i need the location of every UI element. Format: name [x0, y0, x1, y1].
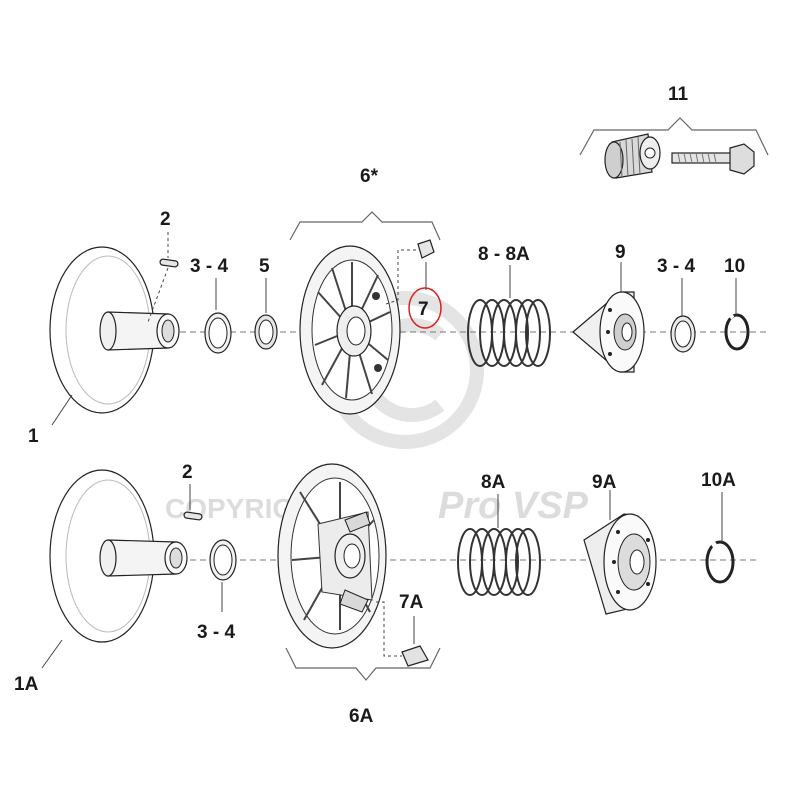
- part-3-4-washer-top: [204, 312, 232, 354]
- part-6a-movable-sheave: [277, 463, 387, 649]
- label-6-star: 6*: [360, 166, 379, 187]
- bracket-11: [579, 117, 769, 156]
- part-9-cover: [572, 291, 645, 373]
- label-9: 9: [615, 242, 626, 263]
- label-1: 1: [28, 426, 39, 447]
- label-3-4-bottom: 3 - 4: [197, 622, 235, 643]
- label-10: 10: [724, 256, 745, 277]
- bracket-6-star: [289, 211, 441, 241]
- part-10-snap-ring: [724, 313, 750, 351]
- part-2-pin-top: [159, 258, 179, 268]
- label-9a: 9A: [592, 472, 617, 493]
- label-3-4-right: 3 - 4: [657, 256, 695, 277]
- part-9a-cover: [583, 513, 657, 615]
- label-10a: 10A: [701, 470, 736, 491]
- part-11-bolt-nut: [604, 133, 755, 179]
- bracket-6a: [285, 647, 441, 681]
- part-7a-weight: [401, 645, 429, 667]
- watermark-brand: Pro VSP: [438, 485, 589, 527]
- part-8-spring: [467, 299, 551, 367]
- part-10a-snap-ring: [705, 540, 735, 584]
- part-3-4-washer-bottom: [209, 539, 237, 581]
- highlight-circle-7: [408, 287, 442, 329]
- part-1-sheave: [49, 246, 180, 414]
- leader-1a: [41, 639, 63, 669]
- label-1a: 1A: [14, 674, 39, 695]
- label-11: 11: [668, 84, 689, 105]
- label-7: 7: [418, 299, 429, 320]
- part-3-4-washer-right: [670, 315, 696, 353]
- part-2-pin-bottom: [183, 511, 203, 521]
- part-7-weight: [417, 239, 435, 259]
- leader-1: [51, 394, 73, 426]
- label-2-bottom: 2: [182, 462, 193, 483]
- part-6-movable-sheave: [299, 245, 401, 415]
- label-7a: 7A: [399, 592, 424, 613]
- label-8-8a: 8 - 8A: [478, 244, 530, 265]
- label-3-4-top: 3 - 4: [190, 256, 228, 277]
- leader-7: [385, 249, 416, 305]
- label-8a: 8A: [481, 472, 506, 493]
- label-5: 5: [259, 256, 270, 277]
- label-2-top: 2: [160, 209, 171, 230]
- part-8a-spring: [457, 528, 541, 596]
- label-6a: 6A: [349, 706, 374, 727]
- part-5-bushing: [254, 314, 278, 350]
- part-1a-sheave: [49, 469, 188, 643]
